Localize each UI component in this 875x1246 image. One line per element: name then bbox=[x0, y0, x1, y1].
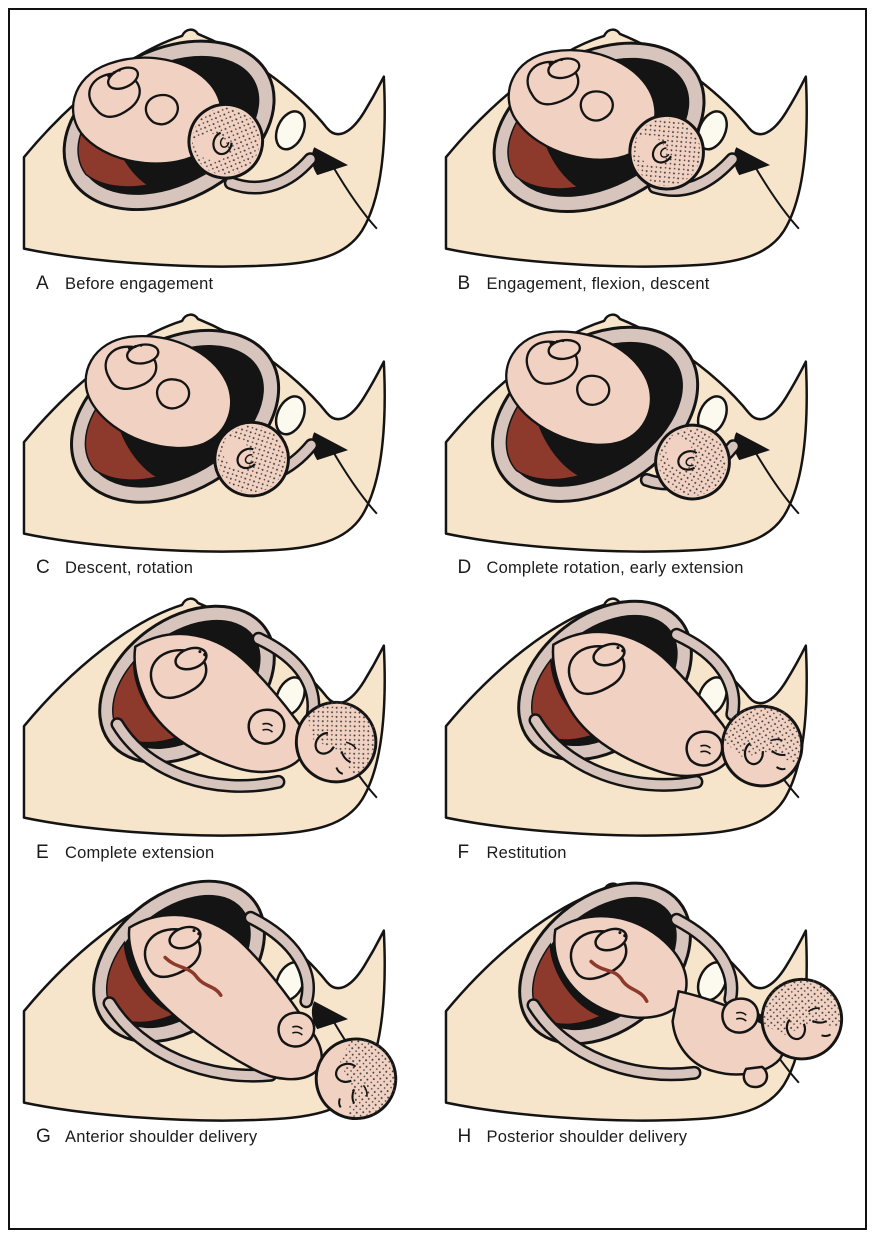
panel-g: G Anterior shoulder delivery bbox=[20, 873, 438, 1151]
panel-caption-text: Descent, rotation bbox=[65, 559, 194, 577]
panel-b-illustration bbox=[444, 20, 808, 268]
panel-caption-text: Complete rotation, early extension bbox=[486, 559, 744, 577]
panel-c-caption: C Descent, rotation bbox=[20, 557, 438, 581]
panel-d-caption: D Complete rotation, early extension bbox=[442, 557, 860, 581]
panel-letter: D bbox=[457, 557, 472, 578]
panel-caption-text: Complete extension bbox=[65, 843, 215, 862]
panel-c-illustration bbox=[22, 304, 386, 553]
panel-letter: G bbox=[36, 1126, 51, 1147]
panel-f-illustration bbox=[444, 589, 808, 837]
panel-letter: H bbox=[457, 1126, 472, 1147]
panel-caption-text: Engagement, flexion, descent bbox=[486, 274, 710, 293]
panel-caption-text: Posterior shoulder delivery bbox=[486, 1128, 688, 1146]
panel-e-illustration bbox=[22, 589, 395, 837]
panel-h-illustration bbox=[444, 873, 850, 1122]
panel-f: F Restitution bbox=[442, 589, 860, 866]
panel-caption-text: Before engagement bbox=[65, 274, 214, 293]
panel-b-caption: B Engagement, flexion, descent bbox=[442, 273, 860, 297]
panel-letter: E bbox=[36, 841, 49, 863]
panel-caption-text: Restitution bbox=[486, 843, 567, 862]
panel-b: B Engagement, flexion, descent bbox=[442, 20, 860, 297]
figure-border-frame: A Before engagement B Engagement, flexio… bbox=[8, 8, 867, 1230]
panel-caption-text: Anterior shoulder delivery bbox=[65, 1128, 258, 1146]
panel-h: H Posterior shoulder delivery bbox=[442, 873, 860, 1151]
panel-g-illustration bbox=[22, 873, 406, 1124]
panel-a-illustration bbox=[22, 20, 386, 268]
panel-e: E Complete extension bbox=[20, 589, 438, 866]
panel-h-caption: H Posterior shoulder delivery bbox=[442, 1126, 860, 1150]
panel-e-caption: E Complete extension bbox=[20, 842, 438, 866]
panel-letter: F bbox=[457, 841, 470, 863]
panel-letter: B bbox=[457, 272, 471, 294]
panel-f-caption: F Restitution bbox=[442, 842, 860, 866]
panel-g-caption: G Anterior shoulder delivery bbox=[20, 1126, 438, 1150]
panel-c: C Descent, rotation bbox=[20, 304, 438, 582]
panel-d-illustration bbox=[444, 304, 808, 553]
panel-grid: A Before engagement B Engagement, flexio… bbox=[20, 20, 859, 1150]
panel-a-caption: A Before engagement bbox=[20, 273, 438, 297]
panel-letter: A bbox=[36, 272, 49, 294]
panel-letter: C bbox=[36, 557, 50, 578]
panel-d: D Complete rotation, early extension bbox=[442, 304, 860, 582]
panel-a: A Before engagement bbox=[20, 20, 438, 297]
